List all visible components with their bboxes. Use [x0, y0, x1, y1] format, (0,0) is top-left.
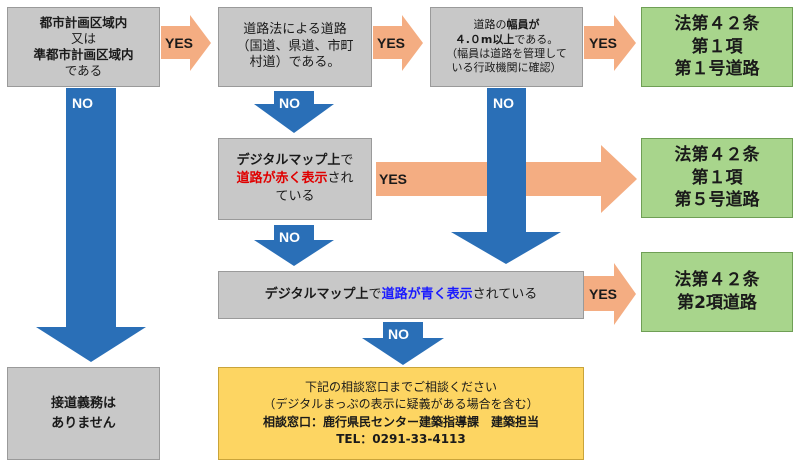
- r1-line1: 法第４２条: [674, 13, 760, 34]
- question-urban-planning-area: 都市計画区域内 又は 準都市計画区域内 である: [7, 7, 160, 87]
- yes-label-5: YES: [589, 286, 618, 302]
- question-digital-map-red: デジタルマップ上で 道路が赤く表示され ている: [218, 138, 372, 220]
- question-digital-map-blue: デジタルマップ上で道路が青く表示されている: [218, 271, 584, 319]
- no-arrow-q3-q5: [451, 88, 561, 264]
- yes-arrow-q3-r1: [584, 15, 636, 71]
- no-label-5: NO: [388, 326, 409, 342]
- r3-line2: 第2項道路: [677, 293, 757, 313]
- q4-line1: デジタルマップ上で: [236, 152, 354, 168]
- none-line1: 接道義務は: [50, 396, 116, 411]
- result-no-road-obligation: 接道義務は ありません: [7, 367, 160, 460]
- question-road-law-road: 道路法による道路 （国道、県道、市町 村道）である。: [218, 7, 372, 87]
- yes-label-3: YES: [589, 35, 618, 51]
- q4-line2: 道路が赤く表示され: [236, 170, 354, 186]
- r1-line2: 第１項: [691, 36, 743, 57]
- question-road-width: 道路の幅員が ４.０m以上である。 （幅員は道路を管理して いる行政機関に確認）: [430, 7, 583, 87]
- no-arrow-q5-consult: [362, 322, 444, 365]
- yes-arrow-q1-q2: [161, 15, 211, 71]
- yes-arrow-q2-q3: [373, 15, 423, 71]
- result-article42-2: 法第４２条 第2項道路: [641, 252, 793, 332]
- result-article42-1-1: 法第４２条 第１項 第１号道路: [641, 7, 793, 87]
- q1-line3: 準都市計画区域内: [33, 47, 134, 62]
- q5-line: デジタルマップ上で道路が青く表示されている: [264, 286, 538, 302]
- yes-label-2: YES: [377, 35, 406, 51]
- yes-label-4: YES: [379, 171, 408, 187]
- q2-line2: （国道、県道、市町: [236, 38, 354, 54]
- q2-line1: 道路法による道路: [243, 21, 347, 37]
- none-line2: ありません: [51, 415, 116, 431]
- no-label-4: NO: [279, 229, 300, 245]
- q3-line1: 道路の幅員が: [473, 18, 540, 32]
- q2-line3: 村道）である。: [249, 55, 341, 71]
- r3-line1: 法第４２条: [674, 270, 760, 291]
- consult-line1: 下記の相談窓口までご相談ください: [304, 379, 497, 394]
- q4-line3: ている: [275, 189, 315, 205]
- consult-line3: 相談窓口：鹿行県民センター建築指導課 建築担当: [262, 414, 539, 429]
- no-arrow-q2-q4: [254, 91, 334, 133]
- q1-line2: 又は: [70, 30, 96, 46]
- r2-line1: 法第４２条: [674, 144, 760, 165]
- yes-arrow-q5-r3: [584, 263, 636, 325]
- no-label-3: NO: [493, 95, 514, 111]
- no-label-1: NO: [72, 95, 93, 111]
- result-article42-1-5: 法第４２条 第１項 第５号道路: [641, 138, 793, 218]
- no-arrow-q1-none: [36, 88, 146, 362]
- no-arrow-q4-q5: [254, 225, 334, 266]
- q3-line4: いる行政機関に確認）: [451, 61, 562, 75]
- consult-line2: （デジタルまっぷの表示に疑義がある場合を含む）: [263, 397, 539, 412]
- no-label-2: NO: [279, 95, 300, 111]
- yes-label-1: YES: [165, 35, 194, 51]
- consultation-box: 下記の相談窓口までご相談ください （デジタルまっぷの表示に疑義がある場合を含む）…: [218, 367, 584, 460]
- q3-line2: ４.０m以上である。: [454, 32, 559, 46]
- q3-line3: （幅員は道路を管理して: [446, 47, 567, 60]
- q1-line4: である: [64, 63, 103, 79]
- consult-line4: TEL：0291-33-4113: [336, 431, 466, 446]
- r2-line2: 第１項: [691, 167, 743, 188]
- r2-line3: 第５号道路: [674, 190, 760, 211]
- r1-line3: 第１号道路: [674, 59, 760, 80]
- q1-line1: 都市計画区域内: [39, 14, 128, 30]
